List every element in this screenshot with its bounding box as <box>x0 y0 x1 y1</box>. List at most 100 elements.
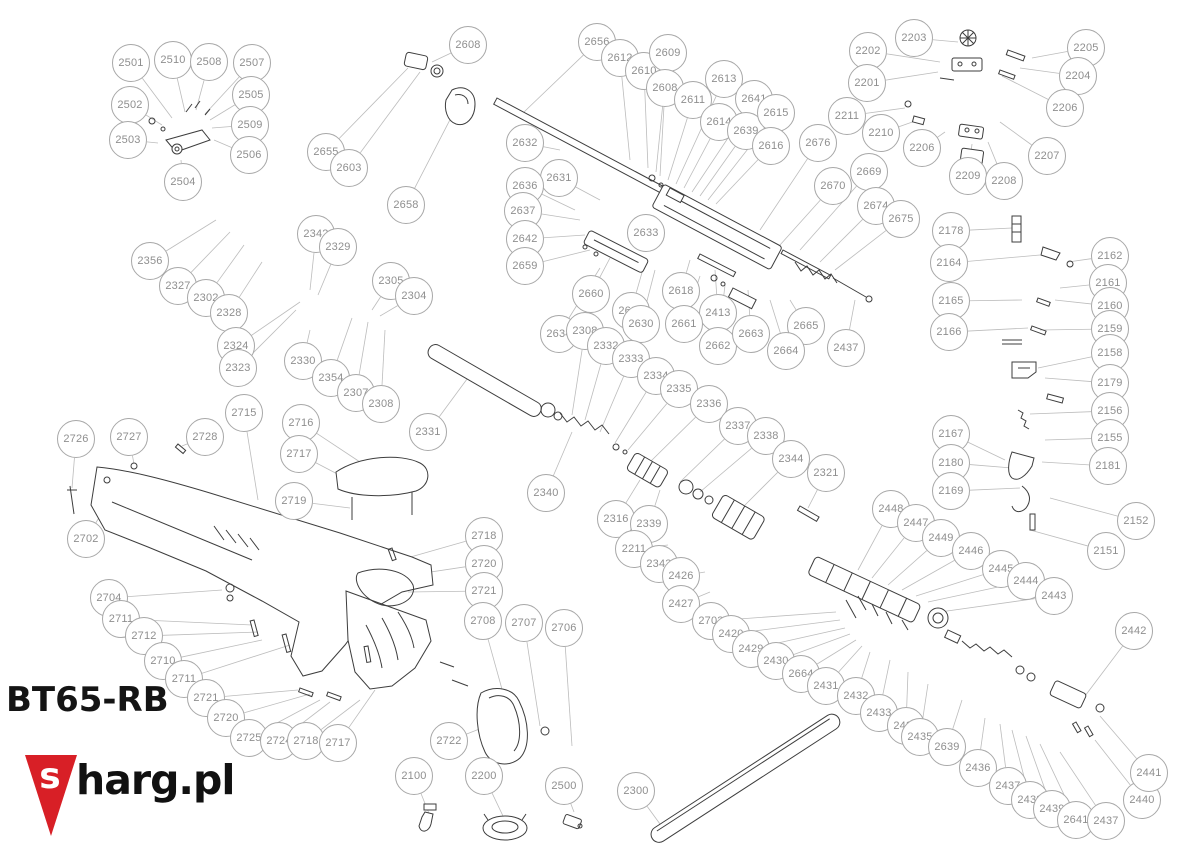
callout-2444: 2444 <box>1007 562 1045 600</box>
leader-line <box>729 611 837 621</box>
callout-2717: 2717 <box>319 724 357 762</box>
leader-line <box>969 227 1013 231</box>
callout-2329: 2329 <box>319 228 357 266</box>
callout-2507: 2507 <box>233 44 271 82</box>
callout-2206: 2206 <box>903 129 941 167</box>
leader-line <box>414 109 456 189</box>
callout-2209: 2209 <box>949 157 987 195</box>
leader-line <box>181 639 263 658</box>
callout-2661: 2661 <box>665 305 703 343</box>
stock-drawing <box>90 456 434 690</box>
leader-line <box>541 193 576 211</box>
leader-line <box>932 39 959 43</box>
leader-line <box>244 693 311 714</box>
leader-line <box>127 589 223 598</box>
callout-2166: 2166 <box>930 313 968 351</box>
leader-line <box>1025 735 1047 792</box>
callout-2504: 2504 <box>164 163 202 201</box>
callout-2702: 2702 <box>67 520 105 558</box>
leader-line <box>381 329 386 386</box>
leader-line <box>759 158 808 231</box>
callout-2608: 2608 <box>449 26 487 64</box>
callout-2658: 2658 <box>387 186 425 224</box>
leader-line <box>209 104 235 121</box>
leader-line <box>320 699 361 730</box>
leader-line <box>190 231 231 273</box>
callout-2616: 2616 <box>752 127 790 165</box>
brand-logo: s harg.pl <box>24 750 264 840</box>
leader-line <box>541 213 581 221</box>
callout-2308: 2308 <box>362 385 400 423</box>
barrel-receiver-drawing <box>493 97 873 303</box>
leader-line <box>857 525 883 571</box>
butt-pad-drawing <box>476 688 550 765</box>
callout-2503: 2503 <box>109 121 147 159</box>
callout-2609: 2609 <box>649 34 687 72</box>
leader-line <box>1059 751 1096 806</box>
leader-line <box>336 317 353 361</box>
leader-line <box>698 591 711 598</box>
callout-2200: 2200 <box>465 757 503 795</box>
leader-line <box>543 146 561 151</box>
callout-2178: 2178 <box>932 212 970 250</box>
callout-2437: 2437 <box>827 329 865 367</box>
leader-line <box>699 146 736 197</box>
leader-line <box>317 264 332 296</box>
callout-2304: 2304 <box>395 277 433 315</box>
leader-line <box>645 269 656 306</box>
leader-line <box>211 126 232 129</box>
leader-line <box>201 644 291 674</box>
scope-mount-drawing <box>904 29 1026 166</box>
leader-line <box>599 376 624 433</box>
leader-line <box>599 257 611 278</box>
leader-line <box>553 431 573 476</box>
leader-line <box>1001 75 1049 100</box>
leader-line <box>980 717 986 750</box>
end-cap-drawing <box>403 51 476 126</box>
callout-2502: 2502 <box>111 86 149 124</box>
leader-line <box>1031 51 1068 59</box>
logo-letter-s: s <box>39 756 60 797</box>
leader-line <box>142 77 173 119</box>
callout-2715: 2715 <box>225 394 263 432</box>
leader-line <box>865 107 906 114</box>
line-art <box>67 29 1105 843</box>
leader-line <box>885 71 939 81</box>
callout-2181: 2181 <box>1089 447 1127 485</box>
small-screws-drawing <box>67 443 469 702</box>
leader-line <box>627 403 668 451</box>
leader-line <box>699 447 752 493</box>
leader-line <box>967 327 1029 332</box>
trigger-drawing <box>418 803 437 832</box>
leader-line <box>543 234 586 239</box>
leader-line <box>1084 645 1123 697</box>
leader-line <box>849 299 856 330</box>
callout-2501: 2501 <box>112 44 150 82</box>
leader-line <box>238 261 263 298</box>
small-part-drawing <box>562 814 583 830</box>
callout-2331: 2331 <box>409 413 447 451</box>
callout-2508: 2508 <box>190 43 228 81</box>
leader-line <box>654 489 661 507</box>
callout-2208: 2208 <box>985 162 1023 200</box>
leader-line <box>621 76 631 161</box>
callout-2169: 2169 <box>932 472 970 510</box>
leader-line <box>644 89 649 169</box>
callout-2201: 2201 <box>848 64 886 102</box>
callout-2300: 2300 <box>617 772 655 810</box>
leader-line <box>251 301 301 336</box>
leader-line <box>570 803 575 813</box>
leader-line <box>838 645 863 673</box>
callout-2151: 2151 <box>1087 532 1125 570</box>
leader-line <box>348 689 376 728</box>
callout-2340: 2340 <box>527 474 565 512</box>
callout-2615: 2615 <box>757 94 795 132</box>
leader-line <box>967 254 1041 262</box>
leader-line <box>213 139 232 148</box>
leader-line <box>216 244 245 283</box>
breech-parts-drawing <box>582 174 757 310</box>
leader-line <box>1044 438 1092 441</box>
leader-line <box>779 199 821 246</box>
leader-line <box>1094 739 1131 786</box>
